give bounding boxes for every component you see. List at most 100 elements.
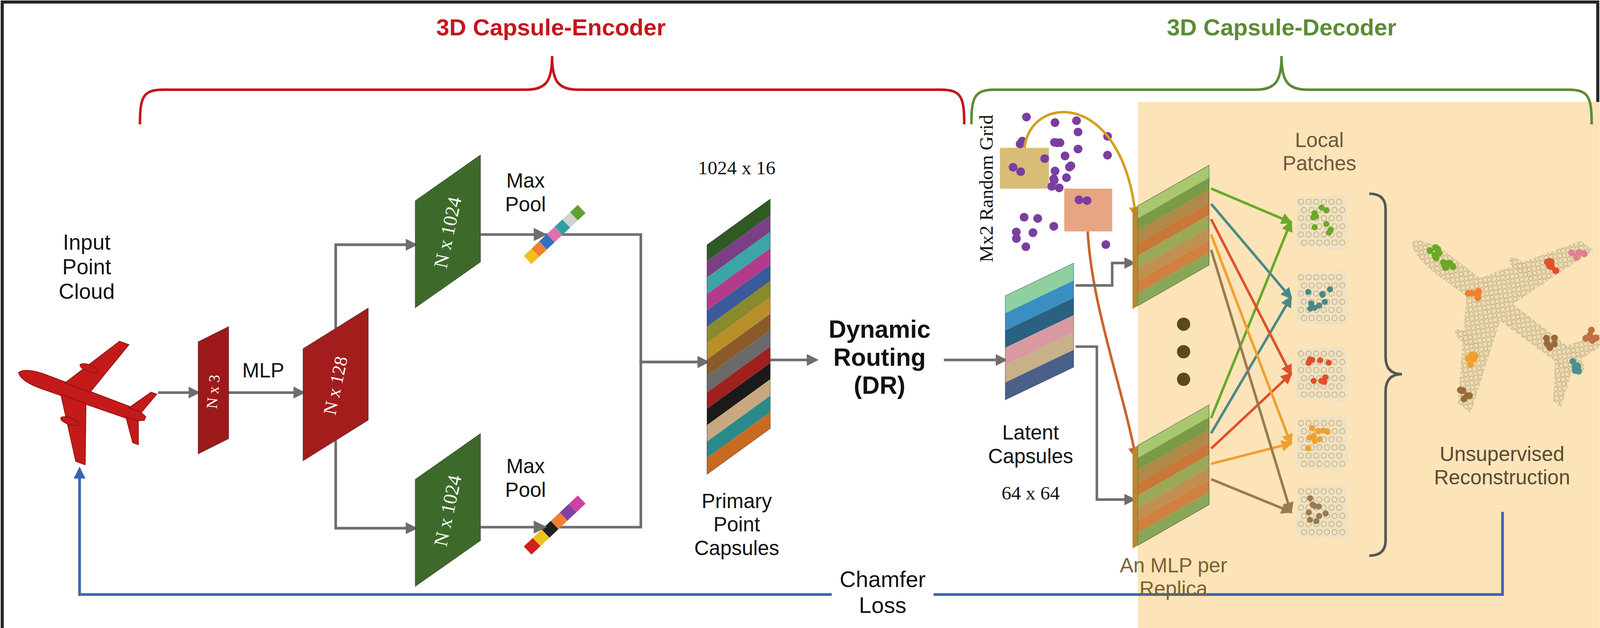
patch-point [1331, 375, 1338, 382]
patch-point [1301, 315, 1307, 321]
patch-point [1316, 283, 1322, 289]
text-label: Input Point Cloud [41, 230, 133, 305]
grid-point [1022, 112, 1031, 122]
slab-stripe [302, 308, 369, 462]
patch-arrow [1211, 234, 1291, 445]
input-cloud: Input Point Cloud [15, 226, 158, 470]
recon-cluster [1464, 391, 1475, 401]
patch-point [1328, 521, 1335, 528]
patch-point [1328, 453, 1335, 459]
patch-cluster [1310, 214, 1317, 221]
patch-cluster [1306, 495, 1313, 502]
patch-point [1316, 530, 1322, 536]
grid-point [1062, 173, 1071, 183]
patch-point [1321, 231, 1327, 237]
patch-point [1306, 367, 1312, 373]
patch-cluster [1316, 436, 1323, 443]
patch-point [1301, 239, 1307, 246]
grid-point [1072, 116, 1081, 126]
vector-cell [554, 517, 564, 526]
slab-stripe [706, 330, 771, 393]
recon-cluster [1465, 359, 1476, 370]
capsule-stack: 1024 x 16Primary Point Capsules [673, 153, 802, 577]
patch-cluster [1306, 517, 1313, 524]
patch-point [1324, 461, 1330, 467]
section-title: 3D Capsule-Decoder [1167, 14, 1397, 42]
local-patches [1295, 194, 1349, 540]
patch [1295, 347, 1349, 403]
patch-point [1331, 444, 1338, 451]
grid-point [1050, 118, 1060, 127]
patch-point [1336, 351, 1342, 357]
grid-point [1033, 214, 1042, 223]
recon-cluster [1455, 385, 1465, 395]
patch-point [1298, 215, 1304, 221]
slab-stripe-outline [198, 326, 229, 455]
feature-slab: N x 1024 [415, 154, 481, 309]
slab-stripe [706, 412, 771, 475]
patch-point [1316, 239, 1322, 246]
grid-point [1101, 240, 1111, 250]
slab-stripe-outline [706, 198, 771, 475]
routing-step: Dynamic Routing (DR) [816, 311, 944, 414]
grid-point [1016, 167, 1026, 177]
output-label: Unsupervised Reconstruction [1408, 440, 1597, 512]
slab-stripe [198, 326, 229, 455]
patch-point [1306, 231, 1312, 237]
patch-cluster [1321, 299, 1328, 306]
slab-stripe [1005, 297, 1074, 348]
recon-cluster [1544, 256, 1555, 267]
slab-stripe [706, 395, 771, 458]
patch-cluster [1323, 220, 1330, 228]
patch-point [1309, 283, 1315, 289]
patch-point [1324, 530, 1330, 536]
patch-cluster [1308, 300, 1315, 307]
patch-point [1298, 367, 1304, 373]
grid-point [1052, 138, 1062, 148]
patch-cluster [1315, 503, 1322, 510]
grid-point [1012, 234, 1021, 243]
patch-point [1313, 367, 1319, 373]
slab-stripe [706, 346, 771, 409]
grid-sample-box [1000, 148, 1049, 190]
patch-label: Local Patches [1263, 128, 1376, 176]
slab-stripe [706, 297, 771, 360]
slab-shape [979, 260, 1108, 511]
text-label: N x 1024 [429, 473, 467, 549]
patch-point [1336, 453, 1342, 459]
patch-point [1321, 453, 1327, 459]
patch-point [1336, 505, 1342, 511]
patch-point [1306, 274, 1312, 281]
grid-point [1054, 183, 1064, 193]
slab-shape [415, 154, 481, 309]
replica-side [1132, 445, 1138, 550]
recon-cluster [1430, 250, 1440, 260]
patch-blob [1295, 484, 1349, 540]
patch-arrow [1211, 219, 1291, 375]
latent-wire [1075, 347, 1134, 501]
patch-point [1328, 437, 1335, 443]
patch-arrow [1211, 249, 1291, 512]
patch-point [1328, 505, 1335, 511]
grid-point [1050, 166, 1060, 176]
patch-point [1324, 444, 1330, 451]
text-holder: An MLP per Replica [1109, 554, 1238, 602]
patch-arrow [1211, 204, 1291, 298]
ellipsis-dot [1177, 345, 1191, 359]
text-holder: Max Pool [489, 454, 562, 502]
replica-side [1132, 205, 1138, 310]
text-holder: Latent Capsules [966, 421, 1095, 469]
patch-point [1336, 274, 1342, 281]
patch-blob [1295, 347, 1349, 403]
slab-stripe [706, 362, 771, 426]
patch-point [1316, 461, 1322, 467]
connector [770, 358, 817, 362]
connector [480, 362, 708, 528]
patch-point [1331, 299, 1338, 305]
patch-point [1339, 461, 1345, 467]
patch-point [1298, 231, 1304, 237]
grid-point [1040, 154, 1049, 164]
patch-point [1301, 375, 1307, 382]
recon-cluster [1430, 242, 1441, 253]
patch-point [1331, 497, 1338, 503]
